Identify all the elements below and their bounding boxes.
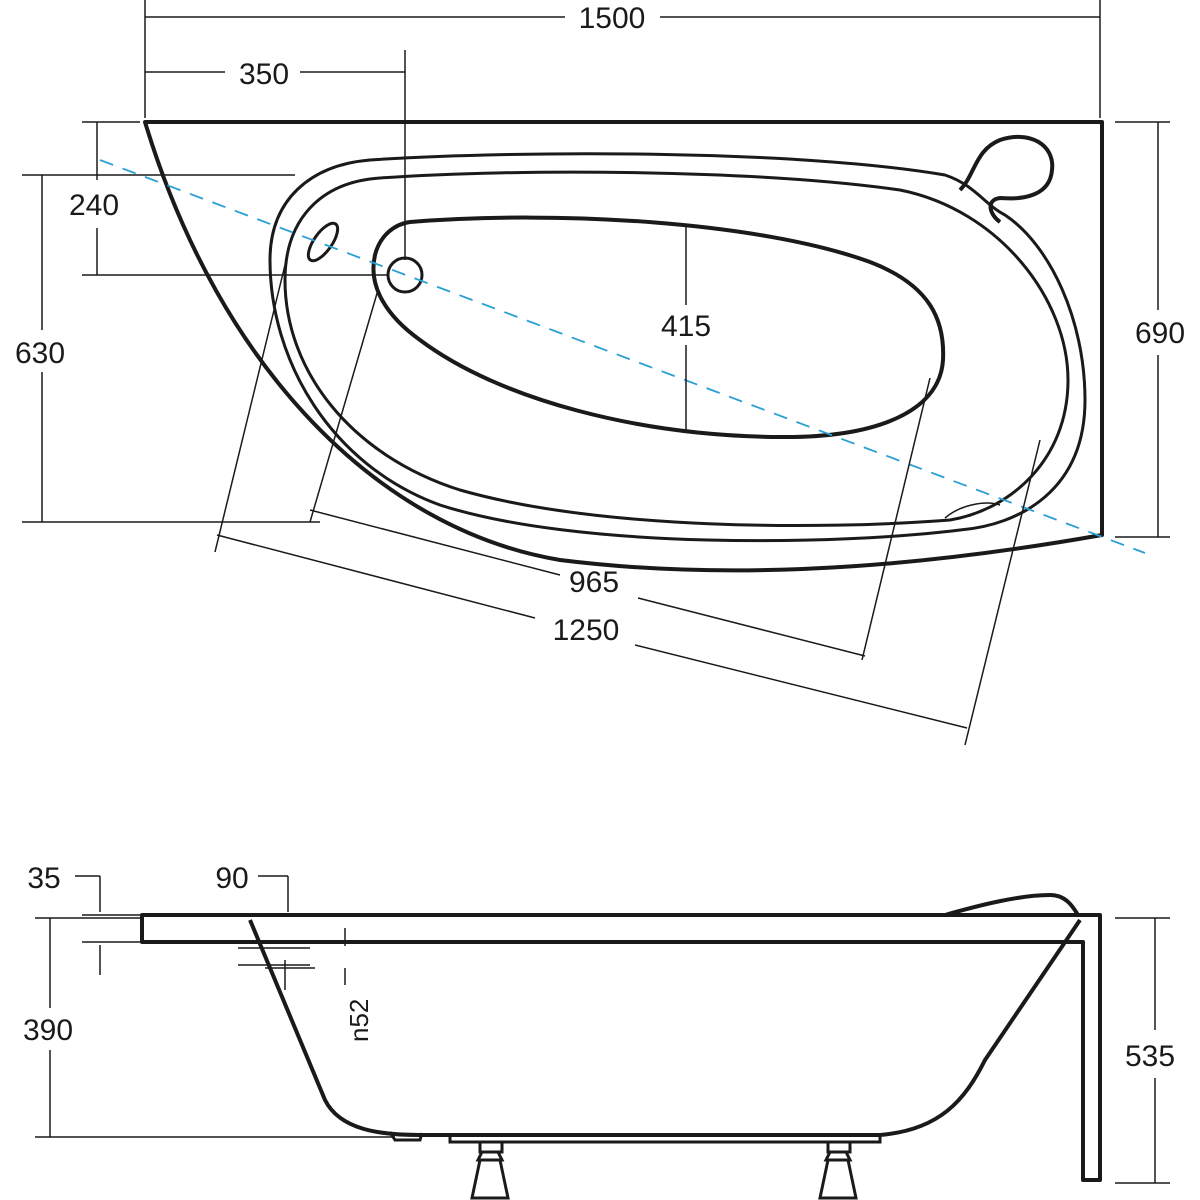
drain-outlet bbox=[388, 1131, 424, 1142]
diagonal-axis bbox=[99, 159, 1146, 554]
bowl-outer-contour bbox=[283, 170, 1070, 528]
dim-1250-line-left bbox=[216, 534, 536, 619]
dim-965-line-right bbox=[637, 597, 866, 657]
dim-n52-label: n52 bbox=[344, 999, 374, 1042]
side-view: 35 90 n52 390 535 bbox=[23, 862, 1175, 1200]
dim-1250-ext-left bbox=[214, 264, 286, 553]
headrest-bump bbox=[958, 134, 1055, 224]
seat-step-line bbox=[944, 502, 1001, 519]
dim-90-label: 90 bbox=[215, 862, 248, 895]
dim-350-label: 350 bbox=[239, 58, 289, 91]
dim-415-label: 415 bbox=[661, 310, 711, 343]
dim-1500-label: 1500 bbox=[579, 2, 646, 35]
dim-1250-line-right bbox=[634, 644, 968, 729]
dim-630-label: 630 bbox=[15, 337, 65, 370]
dim-965-label: 965 bbox=[569, 566, 619, 599]
dim-965-ext-right bbox=[861, 377, 931, 661]
dim-690-label: 690 bbox=[1135, 317, 1185, 350]
leg-right bbox=[818, 1140, 858, 1200]
rim-slab bbox=[140, 913, 1102, 1182]
top-view: 1500 350 690 630 240 415 965 bbox=[15, 0, 1185, 746]
outer-rim-outline bbox=[143, 120, 1104, 573]
outer-ledge-contour bbox=[268, 152, 1087, 543]
dim-965-line-left bbox=[309, 509, 561, 576]
overflow-hole-icon bbox=[306, 221, 340, 263]
dim-1250-label: 1250 bbox=[553, 614, 620, 647]
dim-240-label: 240 bbox=[69, 189, 119, 222]
dim-535-label: 535 bbox=[1125, 1040, 1175, 1073]
dim-35-label: 35 bbox=[27, 862, 60, 895]
inner-basin-outline bbox=[371, 215, 946, 440]
dim-1250-ext-right bbox=[964, 439, 1041, 746]
dim-390-label: 390 bbox=[23, 1014, 73, 1047]
dim-965-ext-left bbox=[309, 289, 379, 523]
base-frame bbox=[448, 1135, 882, 1144]
tub-body bbox=[248, 918, 1082, 1137]
leg-left bbox=[470, 1140, 510, 1200]
rim-headrest bbox=[944, 893, 1080, 917]
